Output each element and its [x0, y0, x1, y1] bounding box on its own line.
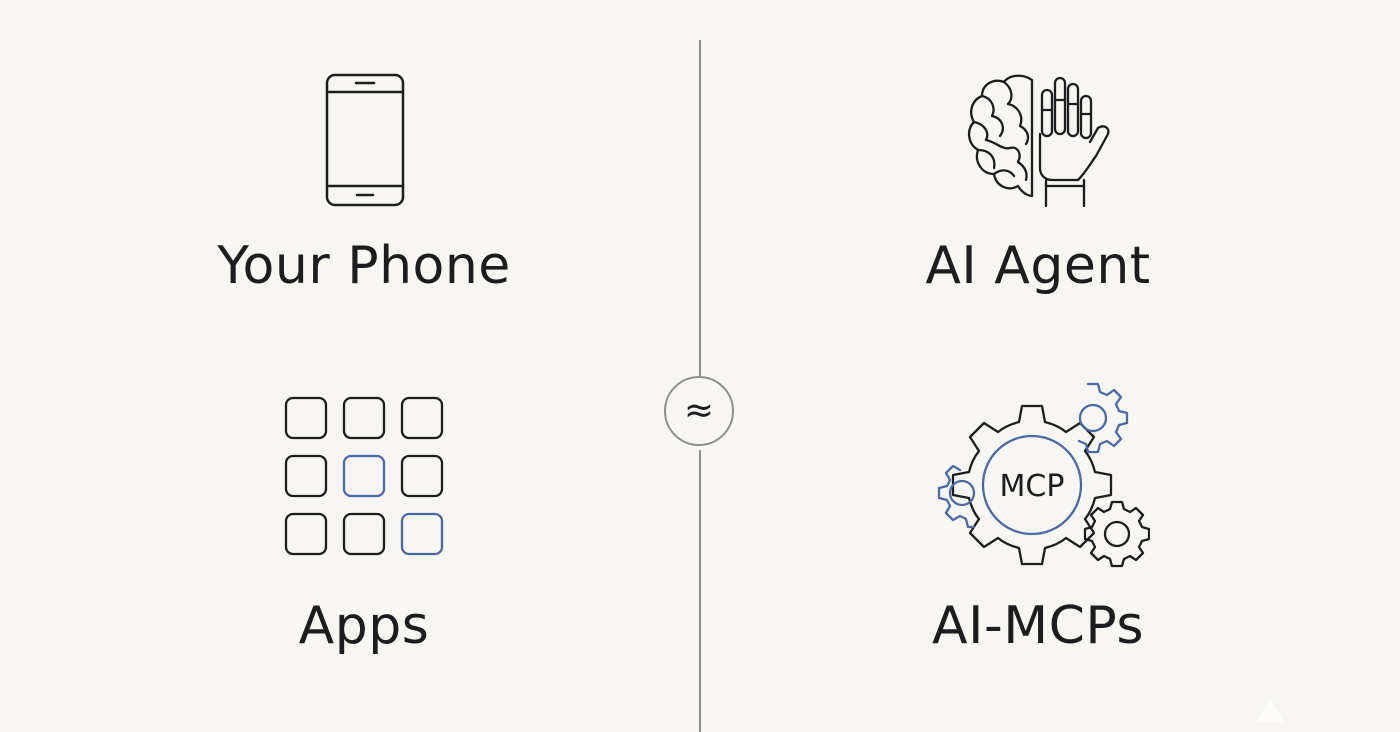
phone-label: Your Phone [217, 236, 511, 296]
gears-icon: MCP [937, 382, 1150, 568]
brain-robot-hand-icon [967, 74, 1110, 208]
agent-label: AI Agent [925, 236, 1151, 296]
app-grid-icon [284, 396, 444, 556]
divider-line-bottom [699, 450, 701, 732]
approx-symbol-badge: ≈ [664, 376, 734, 446]
divider-line-top [699, 40, 701, 376]
watermark-icon [1256, 698, 1284, 722]
mcp-center-text: MCP [1000, 469, 1065, 504]
approx-symbol: ≈ [683, 390, 715, 431]
apps-label: Apps [298, 596, 430, 656]
mcps-label: AI-MCPs [932, 596, 1144, 656]
smartphone-icon [325, 73, 405, 207]
